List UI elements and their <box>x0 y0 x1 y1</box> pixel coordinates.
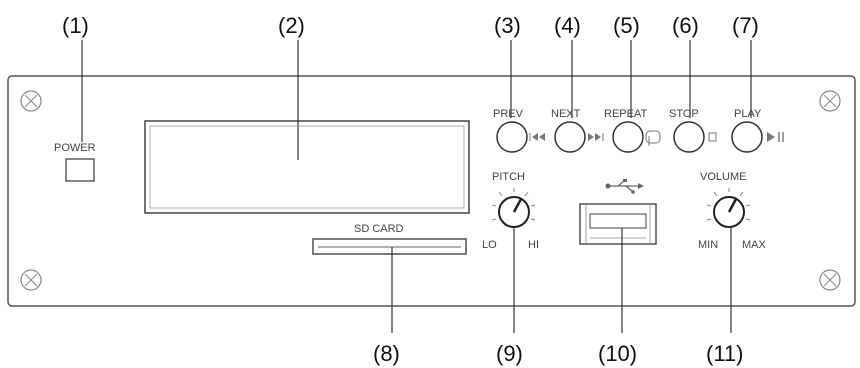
display-window-inner <box>149 125 465 209</box>
screw-top-left-icon <box>20 90 42 112</box>
usb-icon <box>605 179 644 194</box>
power-label: POWER <box>54 142 96 154</box>
volume-min-label: MIN <box>698 239 718 251</box>
screw-bottom-right-icon <box>819 269 841 291</box>
sd-card-label: SD CARD <box>354 223 404 235</box>
next-label: NEXT <box>551 108 581 120</box>
repeat-icon <box>645 130 661 146</box>
stop-icon <box>708 132 717 142</box>
pitch-knob-pointer <box>512 198 523 213</box>
next-button[interactable] <box>554 121 586 153</box>
panel-outline <box>7 75 856 307</box>
callout-7: (7) <box>732 13 759 38</box>
pitch-label: PITCH <box>492 171 525 183</box>
callout-8: (8) <box>373 341 400 366</box>
repeat-label: REPEAT <box>604 108 647 120</box>
callout-6: (6) <box>672 13 699 38</box>
display-window <box>144 120 470 214</box>
pitch-scale-ticks <box>491 188 536 221</box>
volume-knob[interactable] <box>713 196 745 228</box>
volume-scale-ticks <box>706 188 751 221</box>
callout-9: (9) <box>496 341 523 366</box>
prev-button[interactable] <box>496 121 528 153</box>
prev-track-icon <box>529 133 545 141</box>
pitch-lo-label: LO <box>482 239 497 251</box>
next-track-icon <box>588 133 604 141</box>
volume-max-label: MAX <box>742 239 767 251</box>
pitch-knob[interactable] <box>498 196 530 228</box>
screw-top-right-icon <box>819 90 841 112</box>
callout-11: (11) <box>706 341 744 366</box>
play-label: PLAY <box>734 108 762 120</box>
callout-10: (10) <box>598 341 637 366</box>
callout-2: (2) <box>278 13 305 38</box>
stop-button[interactable] <box>673 121 705 153</box>
stop-label: STOP <box>669 108 699 120</box>
play-button[interactable] <box>731 121 763 153</box>
prev-label: PREV <box>493 108 524 120</box>
volume-label: VOLUME <box>700 171 746 183</box>
usb-port[interactable] <box>579 203 657 245</box>
repeat-button[interactable] <box>612 121 644 153</box>
play-pause-icon <box>767 132 784 142</box>
sd-card-slot[interactable] <box>312 238 467 255</box>
volume-knob-pointer <box>727 198 738 213</box>
callout-4: (4) <box>554 13 581 38</box>
power-switch[interactable] <box>65 158 95 182</box>
callout-1: (1) <box>62 13 89 38</box>
callout-5: (5) <box>613 13 640 38</box>
callout-3: (3) <box>494 13 521 38</box>
pitch-hi-label: HI <box>528 239 539 251</box>
screw-bottom-left-icon <box>20 269 42 291</box>
